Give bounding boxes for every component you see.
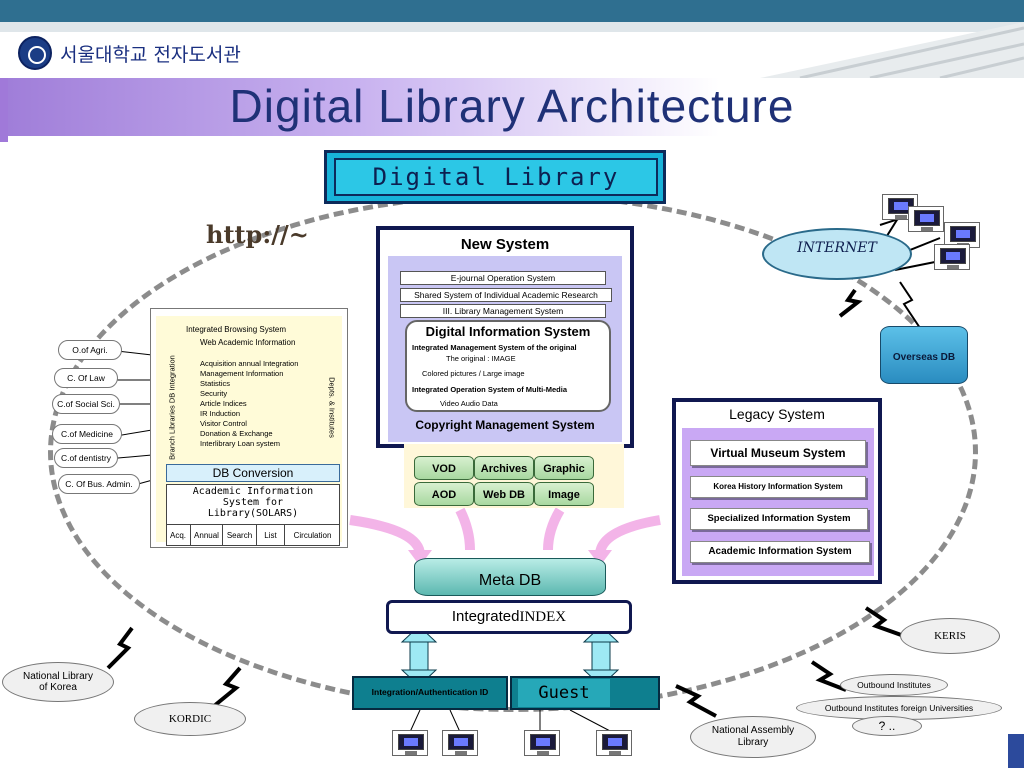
unknown-node: ? ..	[852, 716, 922, 736]
overseas-db-cylinder	[880, 326, 968, 384]
national-library-line: of Korea	[39, 682, 77, 693]
dis-line: Integrated Management System of the orig…	[412, 343, 577, 352]
internet-cloud	[762, 228, 912, 280]
academic-system-line: Academic Information	[192, 486, 314, 497]
internet-label: INTERNET	[797, 240, 877, 256]
digital-library-label: Digital Library	[372, 163, 620, 191]
integrated-index-suffix: INDEX	[519, 609, 567, 625]
title-band-accent	[0, 78, 8, 142]
branch-function: Visitor Control	[200, 419, 247, 428]
branch-vertical-label: Branch Libraries DB Integration	[167, 355, 177, 460]
national-library-node: National Library of Korea	[2, 662, 114, 702]
outbound-foreign-node: Outbound Institutes foreign Universities	[796, 696, 1002, 720]
national-library-line: National Library	[22, 671, 94, 682]
db-conversion-label: DB Conversion	[166, 464, 340, 482]
solars-module-row: Acq. Annual Search List Circulation	[166, 524, 340, 546]
college-node: C.of dentistry	[54, 448, 118, 468]
legacy-item: Korea History Information System	[690, 476, 866, 498]
digital-library-inner	[334, 158, 658, 196]
computer-icon	[934, 244, 970, 270]
dis-line: The original : IMAGE	[446, 354, 516, 363]
solars-module: Annual	[190, 525, 222, 546]
computer-icon	[392, 730, 428, 756]
branch-function: Security	[200, 389, 228, 398]
solars-module: Search	[222, 525, 256, 546]
college-node: C.of Social Sci.	[52, 394, 120, 414]
title-band	[8, 78, 1024, 136]
new-subsystem: E-journal Operation System	[400, 271, 606, 285]
solars-module: Circulation	[284, 525, 340, 546]
branch-function: IR Induction	[200, 409, 241, 418]
branch-function: Management Information	[200, 369, 284, 378]
meta-db-label: Meta DB	[478, 572, 542, 589]
header-top-bar	[0, 0, 1024, 22]
browsing-system-sub: Web Academic Information	[200, 338, 296, 347]
http-label: http://~	[206, 220, 309, 249]
dis-line: Video Audio Data	[440, 399, 498, 408]
db-vod: VOD	[414, 456, 474, 480]
new-subsystem: III. Library Management System	[400, 304, 606, 318]
solars-module: List	[256, 525, 284, 546]
computer-icon	[908, 206, 944, 232]
guest-label: Guest	[538, 683, 590, 703]
meta-db-cylinder	[414, 558, 606, 596]
national-assembly-line: Library	[737, 737, 769, 748]
dis-line: Colored pictures / Large image	[422, 369, 525, 378]
slide-title: Digital Library Architecture	[229, 80, 795, 132]
branch-function: Article Indices	[200, 399, 247, 408]
university-seal-logo	[18, 36, 52, 70]
academic-system-line: Library(SOLARS)	[207, 508, 299, 519]
branch-function: Acquisition annual Integration	[200, 359, 299, 368]
kordic-node: KORDIC	[134, 702, 246, 736]
authentication-box	[352, 676, 508, 710]
computer-icon	[442, 730, 478, 756]
college-node: O.of Agri.	[58, 340, 122, 360]
roof-decoration	[760, 22, 1024, 78]
db-aod: AOD	[414, 482, 474, 506]
org-name: 서울대학교 전자도서관	[60, 44, 241, 66]
college-node: C. Of Law	[54, 368, 118, 388]
outbound-institutes-node: Outbound Institutes	[840, 674, 948, 696]
db-graphic: Graphic	[534, 456, 594, 480]
national-assembly-node: National Assembly Library	[690, 716, 816, 758]
keris-node: KERIS	[900, 618, 1000, 654]
branch-function: Donation & Exchange	[200, 429, 273, 438]
computer-icon	[524, 730, 560, 756]
header-sub-bar	[0, 22, 1024, 32]
authentication-label: Integration/Authentication ID	[371, 687, 489, 697]
dis-line: Integrated Operation System of Multi-Med…	[412, 385, 568, 394]
browsing-system-title: Integrated Browsing System	[186, 325, 287, 334]
copyright-management-system: Copyright Management System	[415, 418, 595, 432]
academic-system-line: System for	[222, 497, 284, 508]
integrated-index-box: IntegratedINDEX	[386, 600, 632, 634]
overseas-db-label: Overseas DB	[892, 352, 956, 363]
new-subsystem: Shared System of Individual Academic Res…	[400, 288, 612, 302]
bottom-accent-band	[1008, 734, 1024, 768]
solars-module: Acq.	[169, 531, 186, 540]
legacy-item: Specialized Information System	[690, 508, 868, 530]
db-archives: Archives	[474, 456, 534, 480]
depts-vertical-label: Depts. & Institutes	[327, 377, 337, 438]
computer-icon	[596, 730, 632, 756]
digital-information-system-box	[405, 320, 611, 412]
legacy-item: Virtual Museum System	[690, 440, 866, 466]
db-web: Web DB	[474, 482, 534, 506]
college-node: C.of Medicine	[52, 424, 122, 444]
branch-function: Interlibrary Loan system	[200, 439, 281, 448]
national-assembly-line: National Assembly	[711, 725, 795, 736]
legacy-system-title: Legacy System	[729, 406, 825, 422]
new-system-title: New System	[460, 236, 550, 253]
college-node: C. Of Bus. Admin.	[58, 474, 140, 494]
digital-information-system-title: Digital Information System	[425, 324, 591, 339]
academic-system-box	[166, 484, 340, 546]
legacy-item: Academic Information System	[690, 541, 870, 563]
guest-inner	[518, 679, 610, 707]
branch-function: Statistics	[200, 379, 231, 388]
integrated-index-label: Integrated	[451, 608, 520, 625]
db-image: Image	[534, 482, 594, 506]
